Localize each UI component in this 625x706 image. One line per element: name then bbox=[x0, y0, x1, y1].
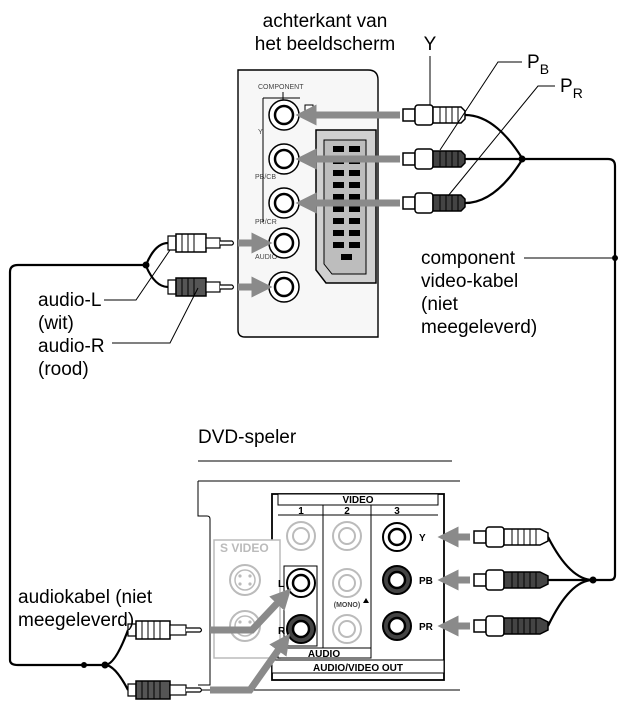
dvd-audio-r-jack bbox=[286, 614, 316, 644]
labels: achterkant van het beeldscherm Y PB PR c… bbox=[18, 11, 583, 631]
audio-jack-label: AUDIO bbox=[255, 254, 278, 261]
pr-jack-label: PR/CR bbox=[255, 219, 277, 226]
component-cable-line3: (niet bbox=[421, 294, 459, 315]
component-arrows-top bbox=[238, 104, 400, 298]
component-cable-line1: component bbox=[421, 248, 516, 269]
pb-jack-label: PB/CB bbox=[255, 174, 276, 181]
dvd-audio-mono-jack-2 bbox=[332, 614, 362, 644]
component-arrows-bottom bbox=[437, 526, 470, 637]
dvd-component-pb-jack bbox=[382, 565, 412, 595]
s-video-jack-1 bbox=[229, 564, 261, 596]
video-col-1: 1 bbox=[298, 506, 304, 517]
component-cable-line4: meegeleverd) bbox=[421, 317, 537, 338]
monitor-back-label-line1: achterkant van bbox=[263, 11, 388, 32]
audio-l-line2: (wit) bbox=[38, 313, 74, 334]
dvd-back-panel: VIDEO 1 2 3 S VIDEO L R bbox=[197, 460, 460, 691]
y-jack-label: Y bbox=[258, 129, 263, 136]
audio-plugs-top bbox=[167, 233, 235, 297]
cables bbox=[8, 113, 617, 691]
video-jack-2 bbox=[332, 521, 362, 551]
audio-cable-line1: audiokabel (niet bbox=[18, 587, 153, 608]
audio-cable-line2: meegeleverd) bbox=[18, 610, 134, 631]
video-col-3: 3 bbox=[394, 506, 400, 517]
pr-label: PR bbox=[560, 76, 583, 101]
av-out-footer: AUDIO/VIDEO OUT bbox=[313, 663, 403, 674]
monitor-back-label-line2: het beeldscherm bbox=[255, 34, 395, 55]
component-cable-line2: video-kabel bbox=[421, 271, 518, 292]
pb-label: PB bbox=[527, 52, 549, 77]
audio-footer: AUDIO bbox=[308, 649, 340, 660]
dvd-y-label: Y bbox=[419, 533, 426, 544]
component-plugs-top bbox=[402, 104, 466, 214]
audio-arrows-bottom bbox=[210, 588, 292, 694]
dvd-audio-mono-jack-1 bbox=[332, 568, 362, 598]
monitor-jack-pr bbox=[268, 187, 300, 219]
s-video-label: S VIDEO bbox=[220, 541, 269, 555]
audio-r-label: R bbox=[278, 626, 286, 637]
audio-r-line1: audio-R bbox=[38, 336, 105, 357]
audio-l-label: L bbox=[278, 579, 284, 590]
video-jack-1 bbox=[286, 521, 316, 551]
audio-plugs-bottom bbox=[127, 620, 203, 700]
audio-l-line1: audio-L bbox=[38, 290, 101, 311]
monitor-jack-audio-l bbox=[268, 227, 300, 259]
video-col-2: 2 bbox=[344, 506, 350, 517]
dvd-player-label: DVD-speler bbox=[198, 427, 297, 448]
callout-lines bbox=[60, 56, 612, 666]
monitor-jack-y bbox=[268, 99, 300, 131]
component-plugs-bottom bbox=[473, 526, 549, 637]
component-label: COMPONENT bbox=[258, 84, 304, 91]
dvd-component-pr-jack bbox=[382, 611, 412, 641]
dvd-pb-label: PB bbox=[419, 576, 433, 587]
monitor-jack-audio-r bbox=[268, 271, 300, 303]
dvd-pr-label: PR bbox=[419, 622, 434, 633]
mono-label: (MONO) bbox=[334, 602, 360, 609]
dvd-component-y-jack bbox=[382, 522, 412, 552]
monitor-jack-pb bbox=[268, 143, 300, 175]
dvd-audio-l-jack bbox=[286, 568, 316, 598]
audio-r-line2: (rood) bbox=[38, 359, 89, 380]
video-header: VIDEO bbox=[342, 495, 373, 506]
y-label: Y bbox=[424, 34, 437, 55]
